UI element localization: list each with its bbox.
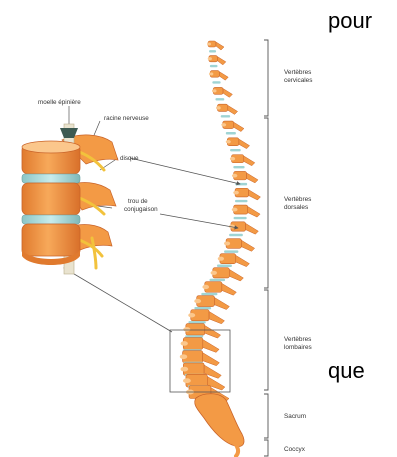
spinous-process (209, 311, 224, 323)
spinous-process (248, 207, 260, 218)
vertebra-highlight (226, 140, 231, 144)
region-coccyx: Coccyx (284, 446, 306, 453)
region-cervical-line1: Vertèbres (284, 69, 311, 76)
region-sacrum: Sacrum (284, 413, 306, 420)
vertebra-highlight (194, 299, 201, 303)
spinous-process (244, 156, 255, 166)
vertebra-highlight (209, 72, 213, 75)
spinous-process (228, 105, 238, 114)
vertebra-highlight (183, 327, 190, 332)
vertebra-highlight (216, 106, 221, 109)
intervertebral-disc (215, 98, 224, 100)
region-brackets (264, 40, 268, 456)
region-lumbar-line1: Vertèbres (284, 336, 311, 343)
intervertebral-disc (224, 250, 238, 252)
spinous-process (246, 223, 259, 234)
vertebra-highlight (230, 157, 235, 161)
vertebra-highlight (188, 313, 195, 317)
spinous-process (247, 173, 258, 183)
spinous-process (219, 72, 228, 81)
spinous-process (205, 326, 221, 339)
vertebra-highlight (181, 367, 189, 372)
intervertebral-disc (201, 293, 217, 295)
spinous-process (217, 57, 225, 65)
spinous-process (223, 89, 232, 98)
intervertebral-disc (229, 234, 243, 236)
spinous-process (216, 42, 224, 50)
spinous-process (222, 283, 237, 295)
spinous-process (229, 269, 243, 281)
vertebra-highlight (180, 354, 187, 359)
region-cervical-line2: cervicales (284, 77, 312, 84)
spinous-process (203, 353, 220, 366)
intervertebral-disc (209, 50, 216, 52)
intervertebral-disc (210, 65, 218, 67)
intervertebral-disc (185, 335, 203, 337)
vertebra-highlight (181, 341, 188, 346)
zoom-arrow (64, 268, 172, 332)
label-foramen-line1: trou de (128, 198, 148, 205)
region-lumbar-line2: lombaires (284, 344, 312, 351)
intervertebral-disc (194, 307, 211, 309)
spinous-process (249, 190, 261, 200)
intervertebral-disc (226, 132, 236, 134)
intervertebral-disc (235, 200, 247, 202)
intervertebral-disc (217, 265, 232, 267)
spinous-process (203, 340, 219, 353)
intervertebral-disc (230, 149, 241, 151)
spinous-process (214, 297, 229, 309)
intervertebral-disc (233, 166, 244, 168)
vertebra-highlight (208, 57, 212, 60)
vertebra-highlight (221, 123, 226, 126)
sacrum-coccyx (195, 394, 244, 456)
vertebra-highlight (232, 208, 238, 212)
spinous-process (236, 255, 250, 266)
vertebra-highlight (207, 43, 211, 46)
vertebra-highlight (233, 191, 239, 195)
intervertebral-disc (212, 81, 220, 83)
vertebrae-closeup (22, 124, 118, 274)
vertebra-highlight (212, 89, 217, 92)
intervertebral-disc (210, 279, 226, 281)
vertebra-highlight (232, 174, 237, 178)
label-disc: disque (120, 155, 139, 162)
label-nerve-root: racine nerveuse (104, 115, 149, 122)
label-spinal-cord: moelle épinière (38, 99, 81, 106)
spinous-process (234, 122, 244, 131)
intervertebral-disc (221, 115, 230, 117)
spinous-process (239, 139, 250, 149)
label-foramen-line2: conjugaison (124, 206, 158, 213)
intervertebral-disc (188, 321, 205, 323)
vertebra-highlight (202, 285, 209, 289)
spinous-process (241, 240, 254, 251)
intervertebral-disc (234, 217, 247, 219)
vertebra-highlight (218, 257, 224, 261)
region-thoracic-line1: Vertèbres (284, 196, 311, 203)
vertebral-column (180, 41, 261, 402)
vertebra-highlight (224, 241, 230, 245)
vertebra-highlight (183, 378, 191, 383)
vertebra-highlight (211, 271, 217, 275)
region-thoracic-line2: dorsales (284, 204, 308, 211)
